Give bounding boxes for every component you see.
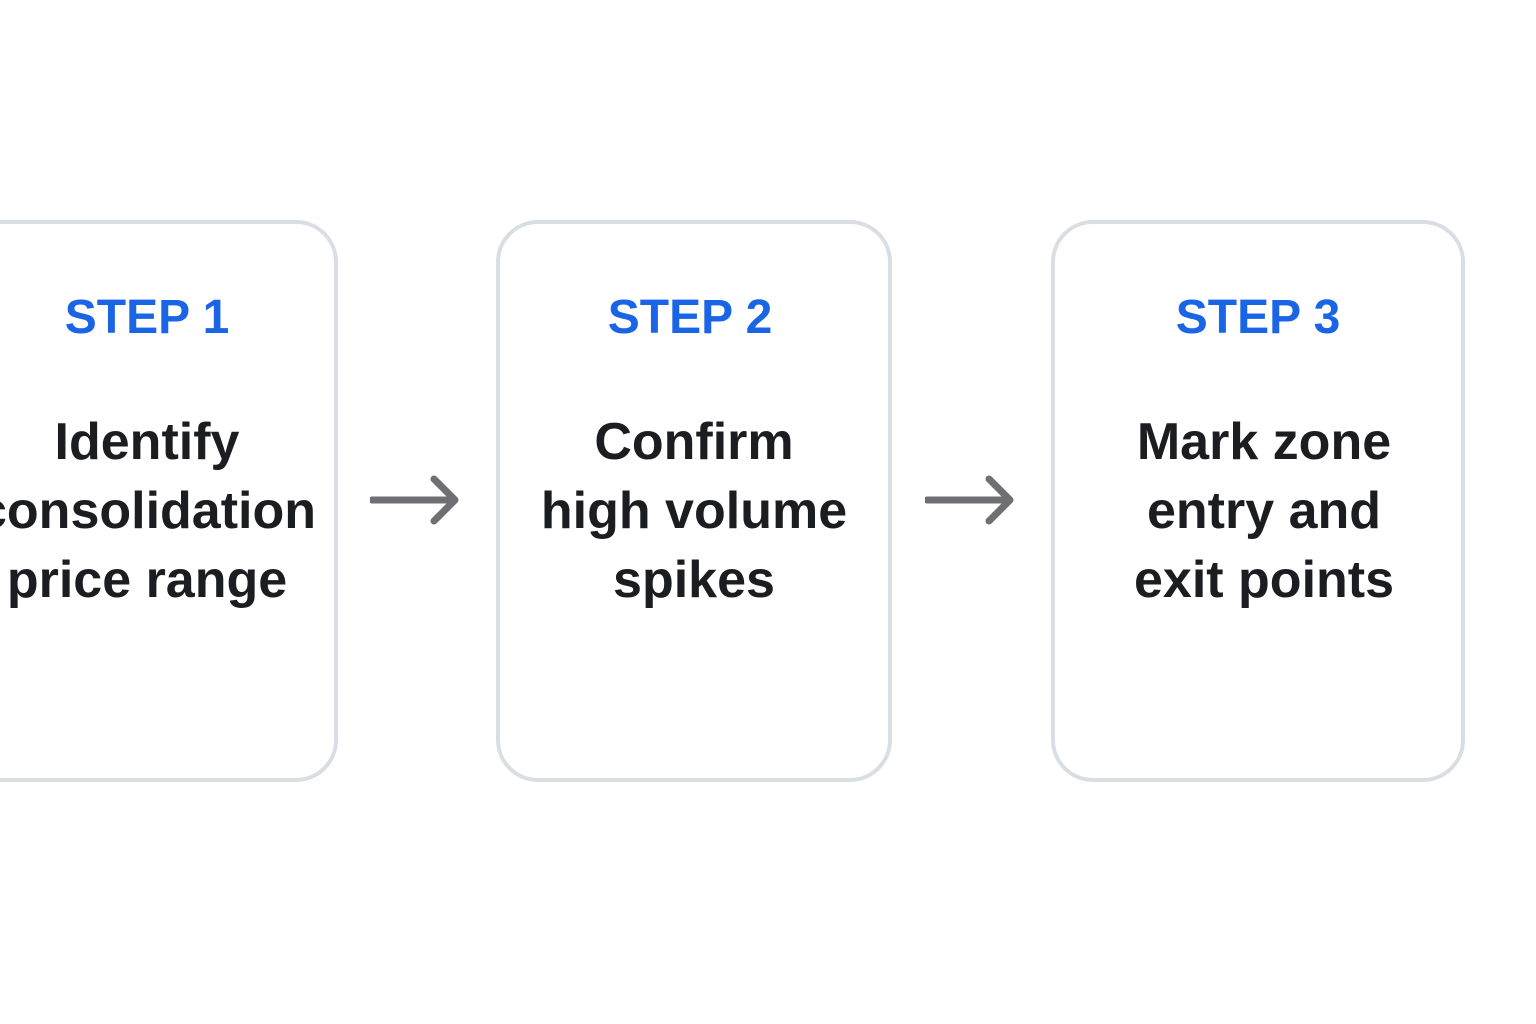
step-card-1: STEP 1 Identify consolidation price rang…	[0, 220, 338, 782]
right-arrow-icon	[370, 475, 459, 525]
step-description: Identify consolidation price range	[0, 408, 334, 615]
step-label: STEP 2	[607, 291, 773, 344]
step-label: STEP 1	[64, 291, 230, 344]
step-description: Confirm high volume spikes	[500, 408, 888, 615]
step-description-line: price range	[6, 551, 288, 609]
step-description-line: consolidation	[0, 482, 316, 540]
step-description-line: Identify	[54, 413, 240, 471]
step-description-line: Confirm	[594, 413, 794, 471]
step-card-2: STEP 2 Confirm high volume spikes	[496, 220, 892, 782]
step-description: Mark zone entry and exit points	[1061, 408, 1461, 615]
step-card-3: STEP 3 Mark zone entry and exit points	[1051, 220, 1465, 782]
step-label: STEP 3	[1175, 291, 1341, 344]
step-description-line: high volume	[540, 482, 848, 540]
step-description-line: entry and	[1146, 482, 1382, 540]
step-description-line: Mark zone	[1136, 413, 1392, 471]
step-description-line: spikes	[613, 551, 775, 609]
step-description-line: exit points	[1133, 551, 1395, 609]
right-arrow-icon	[925, 475, 1014, 525]
